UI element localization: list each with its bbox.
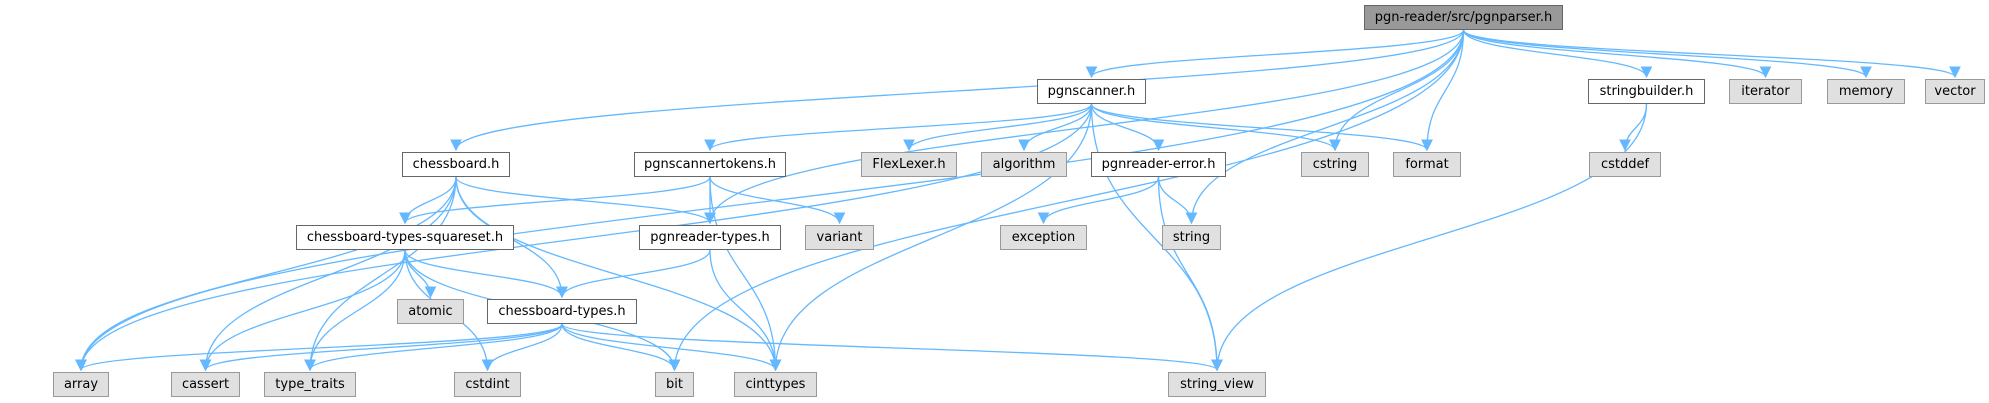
- graph-node-label: pgnscanner.h: [1047, 84, 1136, 99]
- graph-node-label: type_traits: [275, 377, 345, 392]
- edge-pgnscannertokens-to-cinttypes: [709, 176, 782, 372]
- graph-node-label: format: [1405, 157, 1449, 172]
- graph-node-vector[interactable]: vector: [1925, 79, 1985, 104]
- graph-node-label: pgnscannertokens.h: [644, 157, 776, 172]
- edge-pgnreadertypes-to-chessboardtypes: [556, 249, 711, 299]
- graph-node-cassert[interactable]: cassert: [171, 372, 240, 397]
- graph-node-iterator[interactable]: iterator: [1729, 79, 1802, 104]
- graph-node-label: cassert: [181, 377, 230, 392]
- edge-squareset-to-chessboardtypes: [404, 249, 568, 299]
- graph-node-pgnreadererror[interactable]: pgnreader-error.h: [1091, 152, 1226, 177]
- edge-chessboard-to-cinttypes: [455, 176, 782, 372]
- graph-node-root: pgn-reader/src/pgnparser.h: [1364, 5, 1563, 30]
- edge-squareset-to-cassert: [199, 249, 406, 372]
- edge-chessboardtypes-to-stringview: [561, 323, 1223, 372]
- graph-node-label: chessboard.h: [412, 157, 500, 172]
- graph-node-bit[interactable]: bit: [655, 372, 694, 397]
- graph-node-cstring[interactable]: cstring: [1301, 152, 1369, 177]
- edge-stringbuilder-to-cstddef: [1619, 103, 1648, 152]
- graph-node-typetraits[interactable]: type_traits: [264, 372, 356, 397]
- graph-node-label: cstring: [1312, 157, 1358, 172]
- graph-node-label: pgnreader-types.h: [650, 230, 770, 245]
- graph-node-label: array: [63, 377, 99, 392]
- edge-chessboardtypes-to-cassert: [199, 323, 563, 372]
- graph-node-array[interactable]: array: [53, 372, 109, 397]
- edge-pgnscanner-to-cinttypes: [769, 103, 1093, 372]
- graph-node-atomic[interactable]: atomic: [397, 299, 464, 324]
- graph-node-string[interactable]: string: [1162, 225, 1221, 250]
- graph-node-label: chessboard-types-squareset.h: [306, 230, 504, 245]
- graph-node-label: bit: [666, 377, 683, 392]
- edge-root-to-cstring: [1329, 29, 1465, 152]
- graph-node-label: string_view: [1180, 377, 1254, 392]
- graph-node-label: pgnreader-error.h: [1101, 157, 1216, 172]
- edge-root-to-vector: [1462, 29, 1961, 79]
- edge-root-to-format: [1421, 29, 1465, 152]
- edge-chessboardtypes-to-cstdint: [481, 323, 563, 372]
- edge-pgnreadertypes-to-cinttypes: [709, 249, 782, 372]
- graph-node-chessboard[interactable]: chessboard.h: [402, 152, 510, 177]
- graph-node-label: atomic: [408, 304, 453, 319]
- graph-node-chessboardtypes[interactable]: chessboard-types.h: [487, 299, 637, 324]
- graph-node-stringview[interactable]: string_view: [1168, 372, 1266, 397]
- graph-node-pgnreadertypes[interactable]: pgnreader-types.h: [639, 225, 781, 250]
- edge-pgnscanner-to-pgnreadererror: [1090, 103, 1165, 152]
- graph-node-label: cstddef: [1600, 157, 1650, 172]
- edge-pgnscanner-to-array: [75, 103, 1093, 372]
- edge-chessboard-to-pgnreadertypes: [455, 176, 716, 225]
- graph-node-label: chessboard-types.h: [498, 304, 626, 319]
- graph-node-format[interactable]: format: [1393, 152, 1461, 177]
- graph-node-label: stringbuilder.h: [1599, 84, 1694, 99]
- edge-root-to-bit: [668, 29, 1465, 372]
- edge-pgnreadererror-to-exception: [1037, 176, 1160, 225]
- graph-node-label: pgn-reader/src/pgnparser.h: [1374, 10, 1553, 25]
- graph-node-exception[interactable]: exception: [1000, 225, 1087, 250]
- graph-node-label: cstdint: [465, 377, 510, 392]
- graph-node-label: iterator: [1741, 84, 1790, 99]
- edge-root-to-pgnscanner: [1085, 29, 1465, 79]
- graph-node-label: exception: [1011, 230, 1076, 245]
- edge-chessboardtypes-to-array: [75, 323, 563, 372]
- graph-node-cstdint[interactable]: cstdint: [454, 372, 521, 397]
- graph-node-variant[interactable]: variant: [805, 225, 874, 250]
- edge-root-to-pgnreadertypes: [704, 29, 1465, 225]
- graph-node-label: memory: [1838, 84, 1894, 99]
- graph-node-pgnscanner[interactable]: pgnscanner.h: [1037, 79, 1146, 104]
- edge-pgnscannertokens-to-variant: [709, 176, 846, 225]
- graph-node-stringbuilder[interactable]: stringbuilder.h: [1588, 79, 1705, 104]
- edge-pgnreadererror-to-string: [1157, 176, 1198, 225]
- graph-node-cstddef[interactable]: cstddef: [1589, 152, 1661, 177]
- graph-node-label: variant: [816, 230, 863, 245]
- edge-pgnscanner-to-algorithm: [1018, 103, 1093, 152]
- graph-node-label: cinttypes: [745, 377, 806, 392]
- edge-root-to-memory: [1462, 29, 1872, 79]
- graph-node-label: FlexLexer.h: [872, 157, 946, 172]
- edge-chessboard-to-cassert: [199, 176, 457, 372]
- edge-root-to-iterator: [1462, 29, 1772, 79]
- edge-pgnscanner-to-cstring: [1090, 103, 1341, 152]
- edge-chessboardtypes-to-typetraits: [304, 323, 563, 372]
- edge-chessboardtypes-to-bit: [561, 323, 681, 372]
- edge-root-to-string: [1185, 29, 1465, 225]
- edge-root-to-stringbuilder: [1462, 29, 1653, 79]
- graph-node-algorithm[interactable]: algorithm: [981, 152, 1067, 177]
- graph-node-pgnscannertokens[interactable]: pgnscannertokens.h: [634, 152, 786, 177]
- edge-pgnscannertokens-to-squareset: [399, 176, 711, 225]
- graph-node-cinttypes[interactable]: cinttypes: [734, 372, 817, 397]
- edge-pgnscanner-to-pgnscannertokens: [704, 103, 1093, 152]
- edge-pgnscanner-to-flexlexer: [903, 103, 1093, 152]
- graph-node-flexlexer[interactable]: FlexLexer.h: [861, 152, 957, 177]
- edge-chessboardtypes-to-cinttypes: [561, 323, 782, 372]
- edge-root-to-chessboard: [450, 29, 1465, 152]
- graph-node-squareset[interactable]: chessboard-types-squareset.h: [296, 225, 514, 250]
- graph-node-label: string: [1172, 230, 1211, 245]
- edge-pgnreadererror-to-stringview: [1157, 176, 1223, 372]
- edge-squareset-to-typetraits: [304, 249, 406, 372]
- edge-pgnscanner-to-format: [1090, 103, 1433, 152]
- graph-node-label: algorithm: [992, 157, 1056, 172]
- graph-node-memory[interactable]: memory: [1827, 79, 1905, 104]
- graph-node-label: vector: [1934, 84, 1976, 99]
